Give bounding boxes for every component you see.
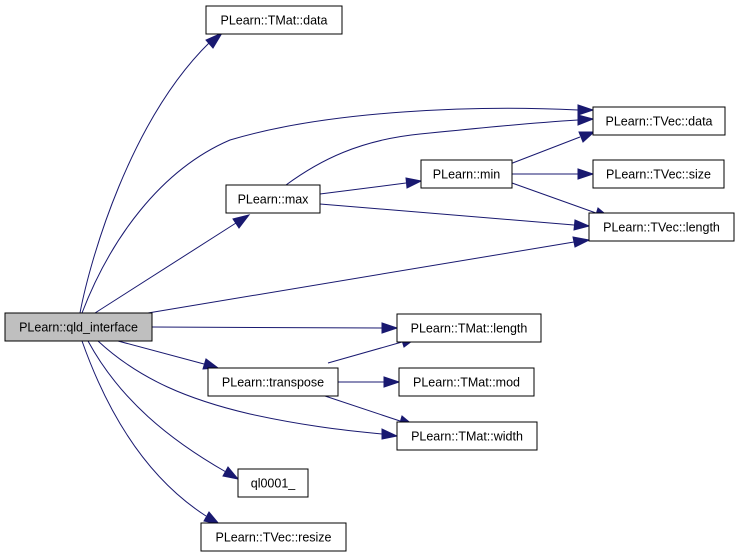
edge-max-to-tvec-length — [319, 203, 591, 231]
node-tvec-length[interactable]: PLearn::TVec::length — [588, 212, 735, 242]
edge-max-to-tvec-data — [285, 114, 595, 186]
edge-qld-to-ql0001 — [87, 340, 240, 480]
svg-text:PLearn::qld_interface: PLearn::qld_interface — [19, 321, 138, 335]
node-ql0001[interactable]: ql0001_ — [237, 468, 309, 498]
edge-min-to-tvec-data — [509, 131, 596, 165]
edge-transpose-to-tmat-mod — [338, 376, 401, 388]
node-tvec-resize[interactable]: PLearn::TVec::resize — [200, 522, 347, 552]
edge-qld-to-tvec-length — [147, 236, 591, 314]
node-tvec-data[interactable]: PLearn::TVec::data — [592, 106, 726, 136]
edge-max-to-min — [319, 177, 423, 195]
edge-qld-to-tvec-data — [81, 104, 595, 314]
svg-text:PLearn::TVec::length: PLearn::TVec::length — [603, 221, 720, 235]
svg-text:PLearn::TMat::length: PLearn::TMat::length — [411, 322, 528, 336]
svg-text:PLearn::TVec::size: PLearn::TVec::size — [606, 168, 711, 182]
edge-qld-to-tmat-width — [97, 340, 399, 440]
node-min[interactable]: PLearn::min — [420, 159, 513, 189]
svg-text:ql0001_: ql0001_ — [251, 477, 297, 491]
svg-text:PLearn::transpose: PLearn::transpose — [222, 376, 324, 390]
svg-text:PLearn::TMat::mod: PLearn::TMat::mod — [413, 376, 520, 390]
svg-text:PLearn::TMat::width: PLearn::TMat::width — [411, 430, 523, 444]
node-qld-interface[interactable]: PLearn::qld_interface — [4, 312, 153, 342]
node-tmat-width[interactable]: PLearn::TMat::width — [396, 421, 538, 451]
svg-text:PLearn::TMat::data: PLearn::TMat::data — [220, 14, 327, 28]
svg-text:PLearn::TVec::data: PLearn::TVec::data — [605, 115, 712, 129]
svg-text:PLearn::min: PLearn::min — [433, 168, 500, 182]
node-max[interactable]: PLearn::max — [225, 184, 321, 214]
edge-qld-to-transpose — [117, 340, 220, 370]
edge-qld-to-max — [94, 214, 251, 314]
node-tmat-length[interactable]: PLearn::TMat::length — [396, 313, 542, 343]
node-tmat-data[interactable]: PLearn::TMat::data — [205, 5, 343, 35]
svg-text:PLearn::max: PLearn::max — [238, 193, 310, 207]
svg-text:PLearn::TVec::resize: PLearn::TVec::resize — [215, 531, 331, 545]
edge-qld-to-tmat-length — [151, 322, 399, 334]
node-tvec-size[interactable]: PLearn::TVec::size — [592, 159, 725, 189]
edge-qld-to-tmat-data — [79, 31, 224, 314]
edge-min-to-tvec-size — [512, 168, 595, 180]
node-transpose[interactable]: PLearn::transpose — [207, 367, 339, 397]
node-tmat-mod[interactable]: PLearn::TMat::mod — [398, 367, 535, 397]
edge-transpose-to-tmat-width — [321, 394, 416, 427]
edge-qld-to-tvec-resize — [81, 340, 221, 525]
